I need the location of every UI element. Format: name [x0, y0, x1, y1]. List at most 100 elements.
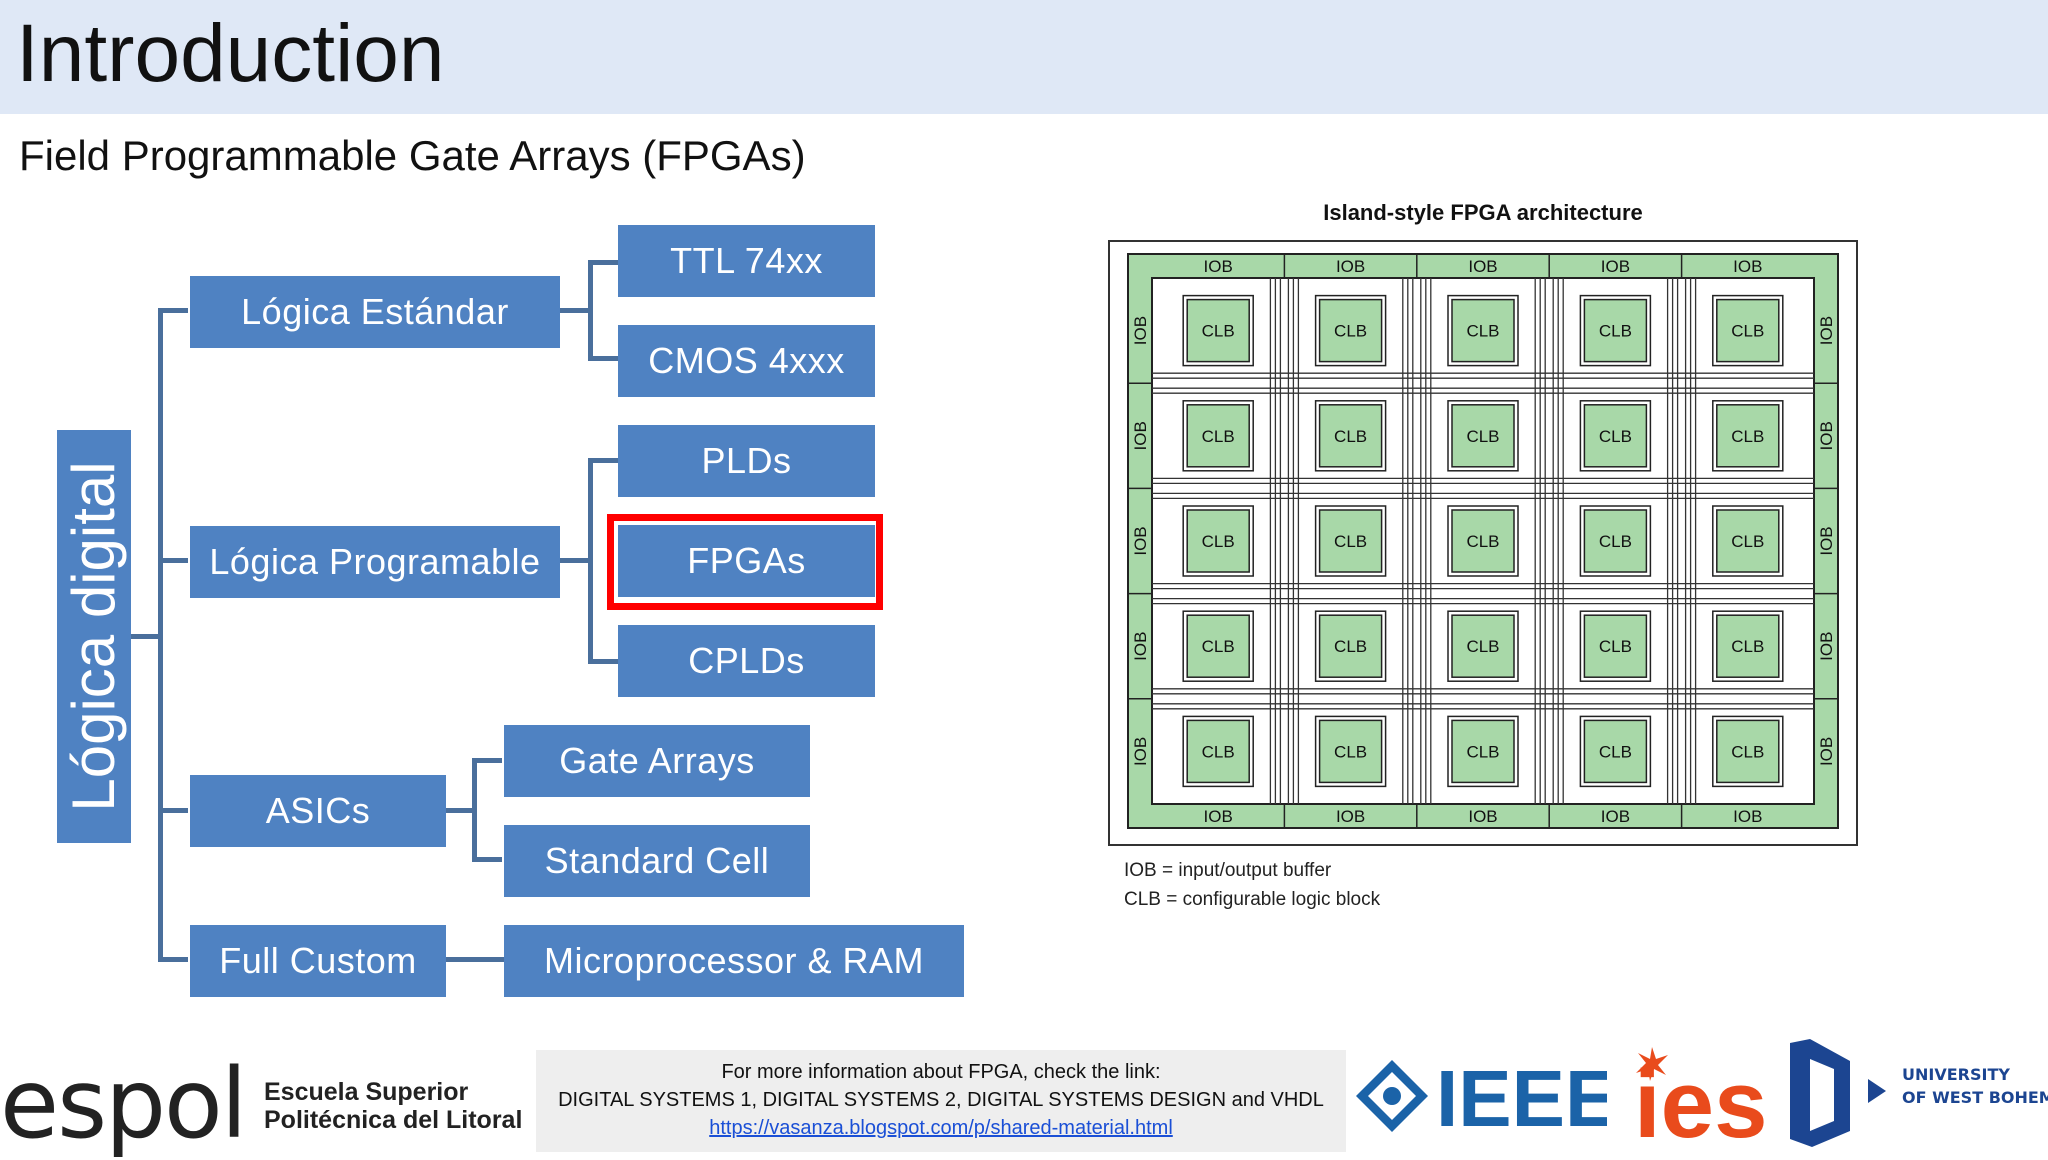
clb-label: CLB [1202, 532, 1235, 551]
leaf-plds: PLDs [618, 425, 875, 497]
clb-block [1451, 298, 1515, 363]
clb-label: CLB [1731, 322, 1764, 341]
clb-block [1583, 509, 1648, 573]
clb-label: CLB [1731, 742, 1764, 761]
clb-label: CLB [1334, 427, 1367, 446]
connector [588, 659, 618, 664]
clb-block [1451, 719, 1515, 784]
clb-label: CLB [1202, 742, 1235, 761]
connector [588, 260, 618, 265]
iob-label-top: IOB [1468, 257, 1497, 276]
clb-block [1716, 298, 1780, 363]
ies-logo: ies [1630, 1045, 1780, 1158]
iob-label-top: IOB [1204, 257, 1233, 276]
clb-label: CLB [1334, 742, 1367, 761]
leaf-microprocessor-ram: Microprocessor & RAM [504, 925, 964, 997]
clb-block [1451, 404, 1515, 468]
root-box: Lógica digital [57, 430, 131, 843]
legend-clb: CLB = configurable logic block [1124, 889, 1381, 910]
connector [588, 458, 593, 664]
iob-label-bottom: IOB [1204, 807, 1233, 826]
clb-label: CLB [1599, 322, 1632, 341]
iob-label-left: IOB [1131, 632, 1150, 661]
iob-label-right: IOB [1817, 526, 1836, 555]
clb-label: CLB [1202, 427, 1235, 446]
ieee-wordmark: IEEE [1436, 1054, 1607, 1142]
iob-label-top: IOB [1336, 257, 1365, 276]
connector [446, 957, 504, 962]
clb-block [1186, 509, 1250, 573]
connector [158, 308, 163, 962]
uwb-line2: OF WEST BOHEMIA [1902, 1088, 2048, 1107]
slide-subtitle: Field Programmable Gate Arrays (FPGAs) [19, 132, 806, 179]
connector [158, 558, 188, 563]
category-asics: ASICs [190, 775, 446, 847]
espol-subtitle-line2: Politécnica del Litoral [264, 1106, 523, 1134]
leaf-standard-cell: Standard Cell [504, 825, 810, 897]
ies-logo-svg: ies [1634, 1047, 1767, 1158]
fpga-architecture-diagram: CLB CLB CLB CLB CLB CLB CLB CLB CLB CLB CLB CLB CLB C… [1108, 240, 1858, 846]
category-logica-programable: Lógica Programable [190, 526, 560, 598]
connector [588, 458, 618, 463]
clb-label: CLB [1731, 532, 1764, 551]
clb-label: CLB [1731, 427, 1764, 446]
clb-label: CLB [1599, 742, 1632, 761]
espol-subtitle-line1: Escuela Superior [264, 1078, 469, 1106]
fpga-figure-title: Island-style FPGA architecture [1323, 200, 1643, 225]
clb-label: CLB [1202, 322, 1235, 341]
clb-label: CLB [1334, 322, 1367, 341]
clb-label: CLB [1466, 637, 1499, 656]
connector [472, 758, 477, 862]
clb-block [1583, 614, 1648, 678]
ies-spark-icon [1636, 1047, 1668, 1081]
clb-block [1318, 719, 1383, 784]
iob-label-top: IOB [1601, 257, 1630, 276]
connector [131, 634, 161, 639]
ieee-diamond-icon [1356, 1060, 1428, 1132]
connector [446, 808, 476, 813]
iob-label-bottom: IOB [1468, 807, 1497, 826]
clb-block [1583, 404, 1648, 468]
connector [472, 758, 502, 763]
clb-label: CLB [1731, 637, 1764, 656]
connector [158, 957, 188, 962]
clb-block [1716, 509, 1780, 573]
clb-label: CLB [1334, 637, 1367, 656]
iob-label-left: IOB [1131, 526, 1150, 555]
iob-label-right: IOB [1817, 316, 1836, 345]
clb-block [1451, 614, 1515, 678]
footer-info-link[interactable]: https://vasanza.blogspot.com/p/shared-ma… [709, 1117, 1173, 1139]
clb-label: CLB [1599, 532, 1632, 551]
clb-label: CLB [1599, 427, 1632, 446]
connector [472, 857, 502, 862]
leaf-ttl-74xx: TTL 74xx [618, 225, 875, 297]
clb-block [1583, 719, 1648, 784]
clb-block [1186, 404, 1250, 468]
iob-label-top: IOB [1733, 257, 1762, 276]
slide-header [0, 0, 2048, 114]
iob-label-right: IOB [1817, 737, 1836, 766]
fpga-architecture-svg: CLB CLB CLB CLB CLB CLB CLB CLB CLB CLB CLB CLB CLB C… [1127, 253, 1839, 829]
connector [560, 558, 590, 563]
iob-label-left: IOB [1131, 421, 1150, 450]
clb-block [1186, 719, 1250, 784]
uwb-line1: UNIVERSITY [1902, 1065, 2010, 1084]
footer-info-line1: For more information about FPGA, check t… [721, 1061, 1161, 1083]
iob-label-bottom: IOB [1601, 807, 1630, 826]
clb-label: CLB [1599, 637, 1632, 656]
espol-subtitle: Escuela Superior Politécnica del Litoral [264, 1078, 522, 1134]
ies-wordmark: ies [1634, 1051, 1767, 1145]
clb-label: CLB [1466, 427, 1499, 446]
leaf-fpgas: FPGAs [618, 525, 875, 597]
ieee-logo-svg: IEEE [1356, 1054, 1618, 1143]
iob-label-right: IOB [1817, 421, 1836, 450]
footer-info-line2: DIGITAL SYSTEMS 1, DIGITAL SYSTEMS 2, DI… [558, 1089, 1324, 1111]
clb-block [1583, 298, 1648, 363]
category-logica-estandar: Lógica Estándar [190, 276, 560, 348]
uwb-logo: UNIVERSITY OF WEST BOHEMIA [1790, 1035, 2048, 1152]
legend-iob: IOB = input/output buffer [1124, 860, 1332, 881]
connector [588, 260, 593, 361]
clb-label: CLB [1466, 322, 1499, 341]
iob-label-left: IOB [1131, 316, 1150, 345]
iob-label-bottom: IOB [1336, 807, 1365, 826]
